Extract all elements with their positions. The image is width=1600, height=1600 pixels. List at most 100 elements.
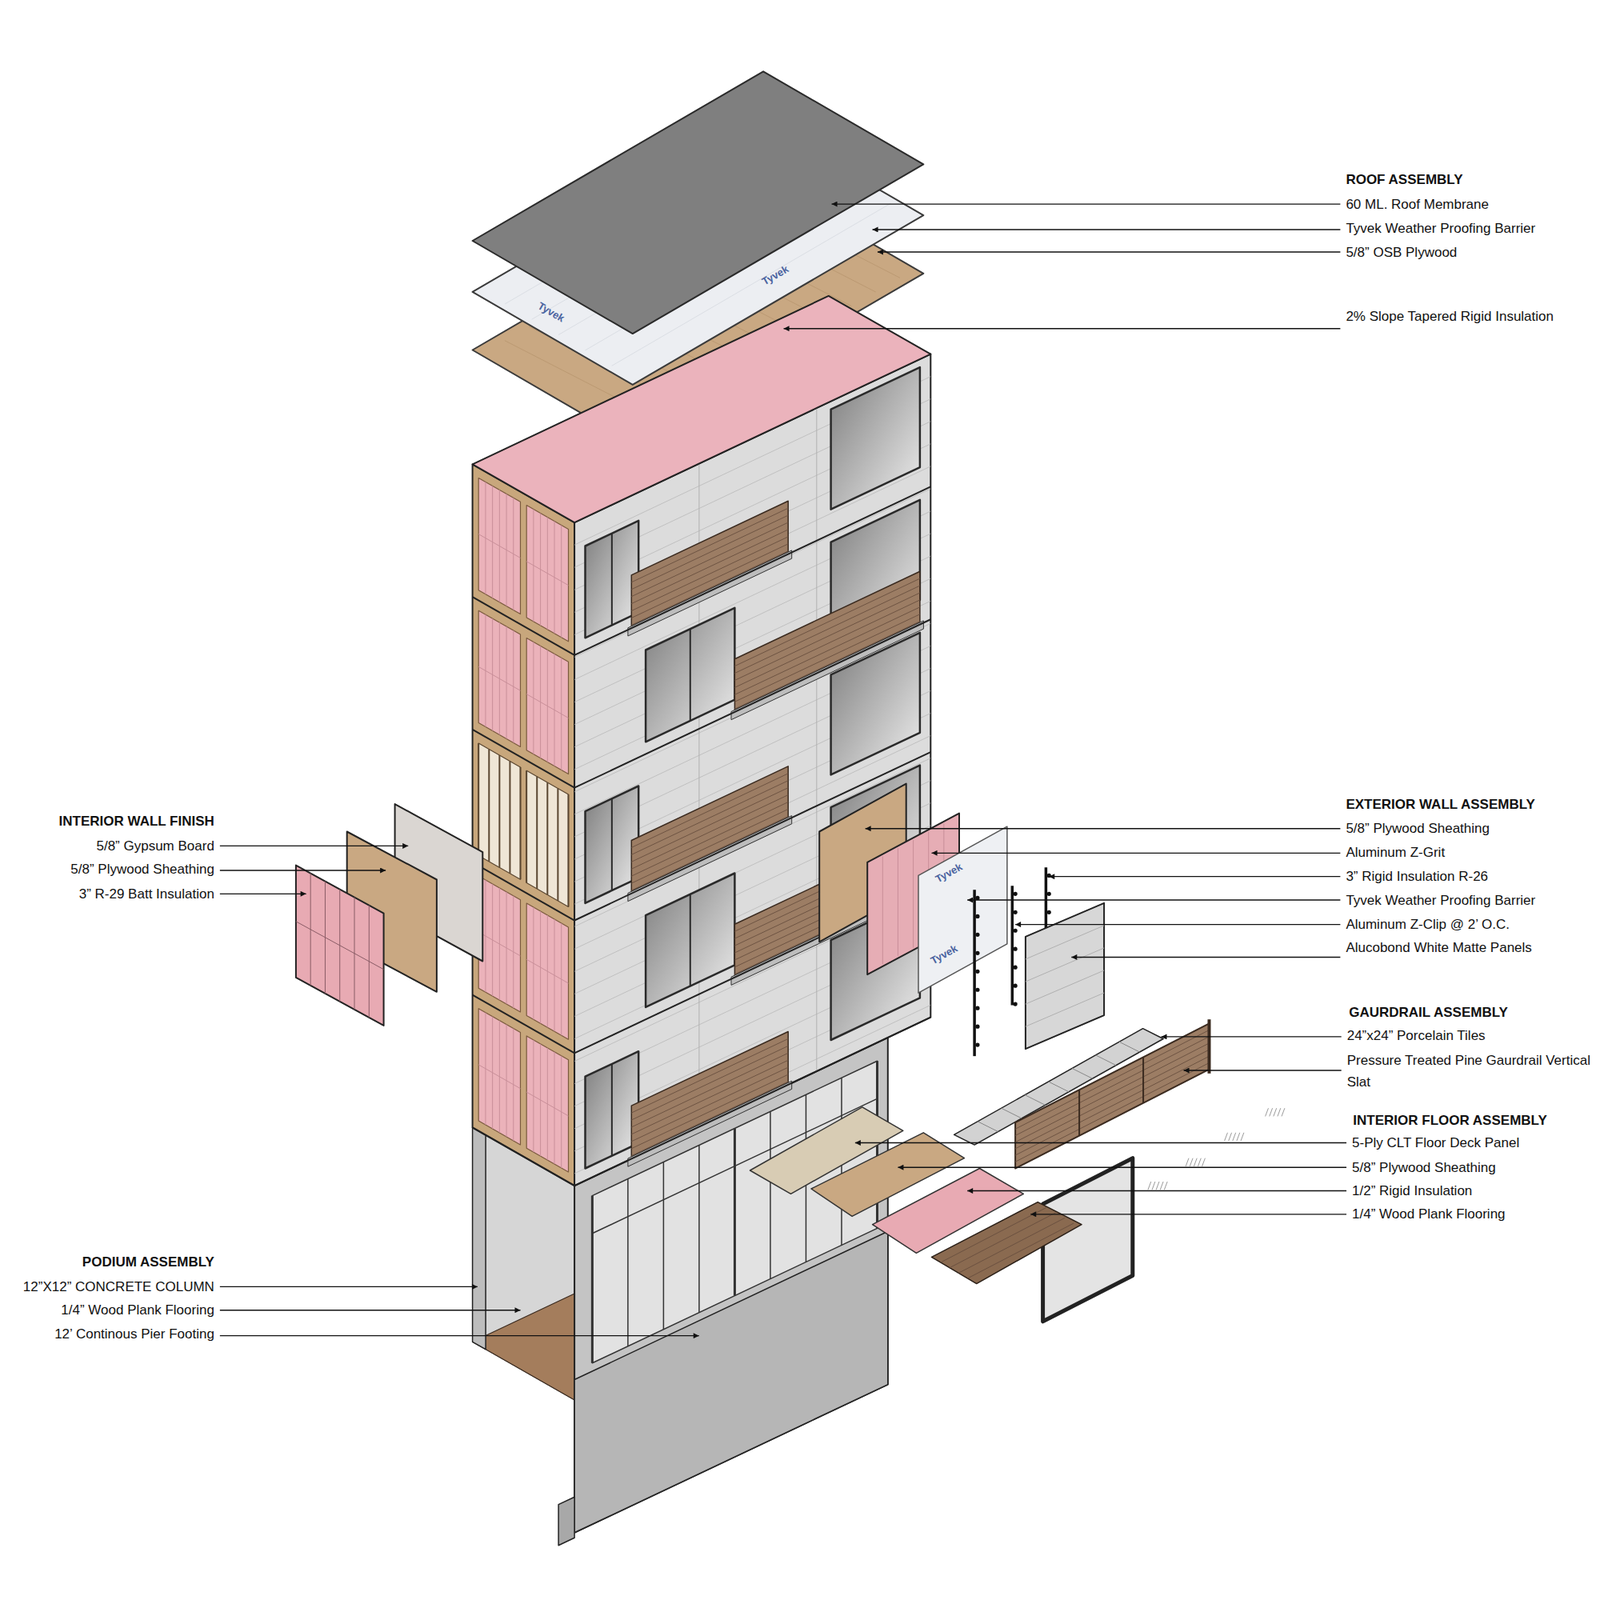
material-label: 5/8” Plywood Sheathing	[70, 858, 215, 880]
insulation-stripe	[526, 959, 568, 984]
wood-stud	[567, 794, 569, 907]
window	[585, 520, 640, 638]
rail-slat	[631, 1052, 788, 1128]
floor-line	[574, 619, 931, 788]
tile-joint	[1072, 1068, 1093, 1079]
tile-joint	[1119, 1041, 1140, 1052]
insulation-stripe	[478, 534, 520, 559]
clip-fastener	[975, 1043, 980, 1048]
assembly-heading: INTERIOR WALL FINISH	[59, 810, 215, 832]
rail-slat	[631, 544, 788, 619]
clip-fastener	[1013, 965, 1018, 970]
clip-fastener	[975, 896, 980, 900]
clip-fastener	[1013, 928, 1018, 933]
rail-slat	[631, 816, 788, 891]
plank-joint	[949, 1212, 1056, 1268]
assembly-heading: PODIUM ASSEMBLY	[82, 1251, 215, 1273]
batt-insulation	[478, 876, 520, 1012]
insulation-stripe	[912, 840, 914, 948]
rail-slat	[631, 802, 788, 877]
window	[831, 632, 920, 776]
window-mullion	[611, 798, 613, 891]
guardrail-slats	[1015, 1023, 1209, 1168]
hatch-mark	[1197, 1158, 1201, 1167]
batt-insulation	[526, 505, 568, 642]
clip-fastener	[975, 988, 980, 992]
plank-joint	[967, 1223, 1074, 1279]
plank-joint	[940, 1207, 1048, 1263]
rail-slat	[631, 788, 788, 863]
clip-fastener	[1013, 1002, 1018, 1007]
wood-stud	[488, 749, 490, 862]
material-label: 24”x24” Porcelain Tiles	[1347, 1024, 1486, 1047]
batt-insulation	[526, 903, 568, 1040]
clip-fastener	[1047, 892, 1052, 896]
tile-joint	[1024, 1095, 1046, 1106]
tile-joint	[1048, 1081, 1070, 1092]
leader-line	[855, 1142, 1347, 1144]
batt-insulation	[478, 1008, 520, 1145]
rail-slat	[631, 1074, 788, 1149]
rail-slat	[631, 1067, 788, 1142]
window-mullion	[733, 1128, 736, 1296]
window-mullion	[698, 1144, 700, 1312]
leader-line	[897, 1166, 1347, 1168]
hatch-mark	[1232, 1132, 1236, 1141]
material-label: Pressure Treated Pine Gaurdrail Vertical…	[1347, 1049, 1594, 1093]
material-label: 12’ Continous Pier Footing	[54, 1323, 215, 1345]
clip-fastener	[1013, 947, 1018, 952]
assembly-heading: INTERIOR FLOOR ASSEMBLY	[1352, 1109, 1547, 1132]
leader-line	[1048, 876, 1340, 877]
material-label: 1/2” Rigid Insulation	[1352, 1180, 1472, 1202]
hatch-mark	[1236, 1132, 1240, 1141]
window	[645, 873, 735, 1008]
tapered-insulation	[472, 296, 932, 523]
rail-slat	[631, 808, 788, 884]
material-label: 5/8” Plywood Sheathing	[1345, 817, 1490, 840]
watermark-text: Tyvek	[933, 860, 965, 885]
insulation-stripe	[478, 932, 520, 956]
rail-slat	[631, 1045, 788, 1120]
tile-joint	[977, 1121, 999, 1132]
leader-line	[932, 852, 1341, 854]
material-label: 1/4” Wood Plank Flooring	[60, 1299, 215, 1321]
leader-line	[220, 869, 386, 871]
leader-line	[877, 251, 1340, 252]
rail-slat	[631, 522, 788, 597]
window	[645, 608, 735, 742]
hatch-mark	[1202, 1158, 1206, 1167]
wood-stud	[546, 782, 548, 895]
rail-post	[1078, 1089, 1080, 1136]
clip-fastener	[975, 951, 980, 956]
assembly-heading: ROOF ASSEMBLY	[1345, 168, 1463, 191]
hatch-mark	[1185, 1158, 1189, 1167]
window-mullion	[689, 628, 692, 721]
material-label: 5/8” Gypsum Board	[96, 835, 214, 857]
clip-fastener	[975, 932, 980, 937]
rail-post	[1142, 1056, 1144, 1103]
leader-lines	[220, 204, 1347, 1336]
rail-slat	[1015, 1036, 1209, 1136]
rail-slat	[631, 551, 788, 626]
leader-line	[967, 899, 1340, 900]
hatch-mark	[1265, 1108, 1269, 1116]
hatch-mark	[1189, 1158, 1193, 1167]
panel-joint	[574, 1004, 931, 1173]
wood-stud	[498, 755, 500, 868]
rail-slat	[1015, 1030, 1209, 1130]
leader-line	[1030, 1213, 1347, 1215]
open-studs	[478, 743, 520, 880]
material-label: 5-Ply CLT Floor Deck Panel	[1352, 1132, 1520, 1154]
wood-stud	[477, 743, 480, 856]
wood-stud	[520, 767, 522, 880]
hatch-mark	[1281, 1108, 1285, 1116]
concrete-column	[472, 1127, 487, 1349]
material-label: 2% Slope Tapered Rigid Insulation	[1345, 305, 1554, 328]
leader-line	[1161, 1036, 1342, 1037]
material-label: Alucobond White Matte Panels	[1345, 936, 1532, 959]
hatch-mark	[1156, 1181, 1160, 1190]
batt-grid	[296, 921, 384, 970]
hatch-mark	[1228, 1132, 1232, 1141]
clip-fastener	[975, 1024, 980, 1029]
panel-joint	[816, 408, 817, 1072]
